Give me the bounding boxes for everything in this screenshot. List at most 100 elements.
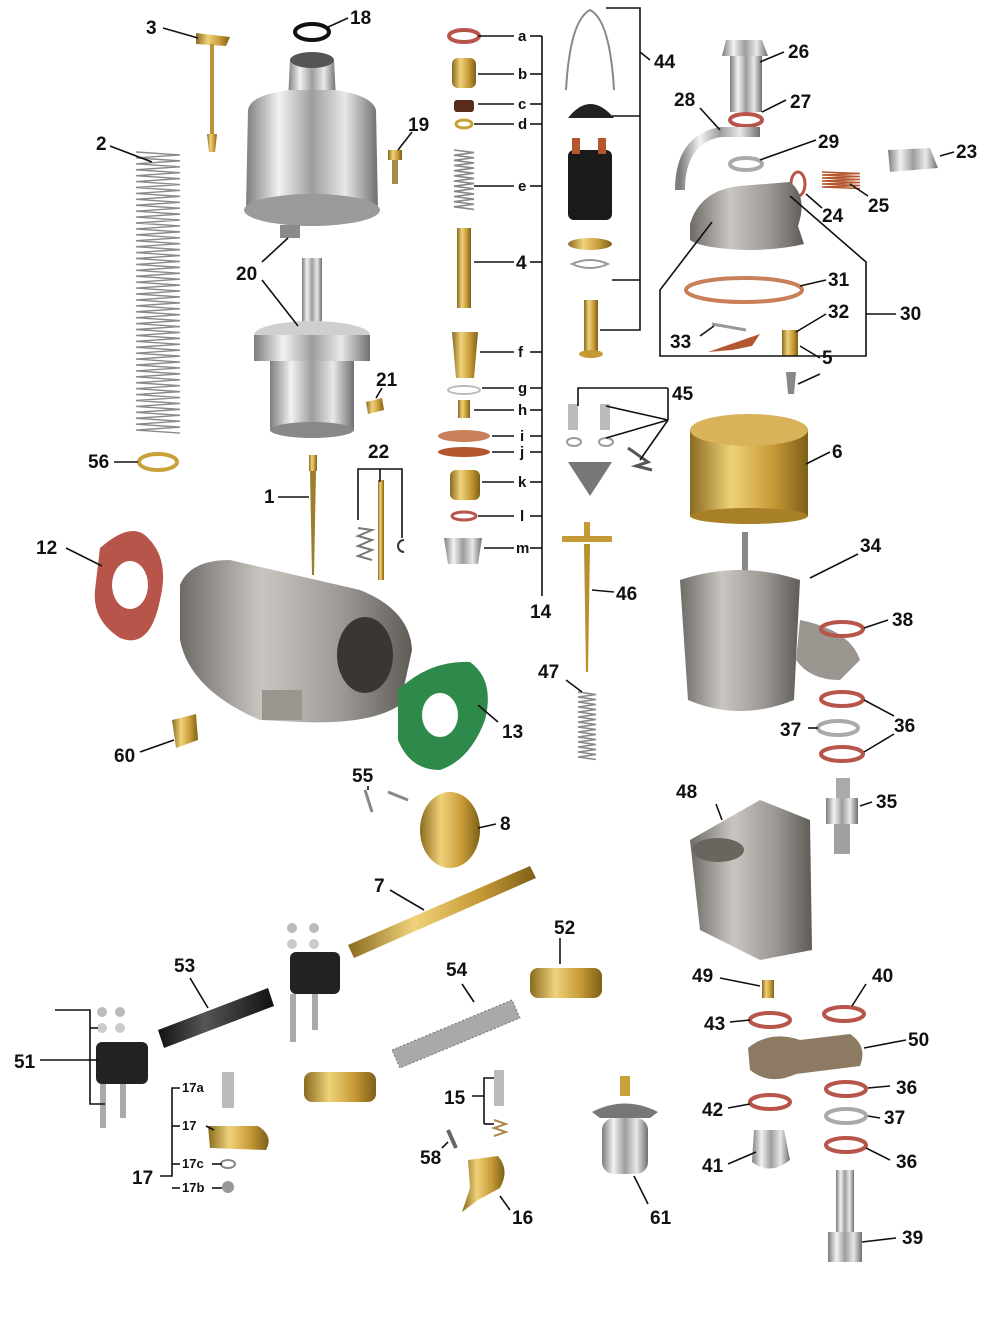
part-2-spring (135, 151, 181, 434)
part-34-float-chamber (680, 532, 860, 711)
callout-j: j (519, 444, 524, 461)
callout-18: 18 (350, 8, 371, 29)
callout-13: 13 (502, 722, 523, 743)
callout-16: 16 (512, 1208, 533, 1229)
part-17-assembly (208, 1072, 269, 1193)
callout-33: 33 (670, 332, 691, 353)
callout-29: 29 (818, 132, 839, 153)
callout-35: 35 (876, 792, 898, 813)
part-30-float-chamber-lid (684, 182, 804, 394)
callout-25: 25 (868, 196, 890, 217)
callout-47: 47 (538, 662, 559, 683)
callout-2: 2 (96, 134, 107, 155)
part-8-throttle-disc (420, 792, 480, 868)
callout-40: 40 (872, 966, 893, 987)
callout-8: 8 (500, 814, 511, 835)
callout-46: 46 (616, 584, 637, 605)
callout-34: 34 (860, 536, 882, 557)
callout-a: a (518, 28, 527, 45)
callout-1: 1 (264, 487, 275, 508)
callout-52: 52 (554, 918, 575, 939)
callout-15: 15 (444, 1088, 466, 1109)
part-16-lever (462, 1156, 505, 1212)
part-18-o-ring (293, 22, 331, 42)
callout-12: 12 (36, 538, 57, 559)
callout-55: 55 (352, 766, 374, 787)
callout-30: 30 (900, 304, 921, 325)
callout-61: 61 (650, 1208, 672, 1229)
callout-b: b (518, 66, 527, 83)
callout-32: 32 (828, 302, 849, 323)
part-53-tube (158, 988, 274, 1048)
part-51-clamp-upper (287, 923, 340, 1042)
callout-g: g (518, 380, 527, 397)
callout-d: d (518, 116, 527, 133)
part-12-flange-gasket (94, 530, 164, 641)
callout-36a: 36 (894, 716, 915, 737)
leader-lines (40, 7, 955, 1243)
callout-5: 5 (822, 348, 833, 369)
part-20-piston (254, 258, 370, 438)
part-23-union (888, 148, 938, 172)
callout-21: 21 (376, 370, 398, 391)
callout-i: i (520, 428, 524, 445)
callout-48: 48 (676, 782, 697, 803)
part-41-nut (752, 1130, 790, 1169)
callout-7: 7 (374, 876, 385, 897)
part-56-washer (137, 452, 179, 472)
part-60-jet (172, 714, 198, 748)
callout-39: 39 (902, 1228, 923, 1249)
part-45-screws (566, 404, 653, 496)
part-28-pipe (675, 127, 760, 191)
callout-17b: 17b (182, 1180, 204, 1195)
callout-37b: 37 (884, 1108, 905, 1129)
part-54-threaded-rod (391, 999, 521, 1069)
callout-41: 41 (702, 1156, 724, 1177)
callout-3: 3 (146, 18, 157, 39)
callout-17a: 17a (182, 1080, 204, 1095)
callout-14: 14 (530, 602, 552, 623)
part-21-screw (366, 398, 384, 414)
part-22-needle-assembly (355, 480, 405, 580)
part-39-banjo-bolt (828, 1170, 862, 1262)
callout-36c: 36 (896, 1152, 917, 1173)
part-26-banjo-bolt (722, 40, 768, 112)
callout-58: 58 (420, 1148, 441, 1169)
part-55-pins (363, 789, 409, 813)
callout-54: 54 (446, 960, 468, 981)
part-49-jet (762, 980, 774, 998)
callout-50: 50 (908, 1030, 929, 1051)
callout-19: 19 (408, 115, 429, 136)
part-47-spring (577, 691, 597, 761)
part-27-washer (728, 112, 764, 128)
callout-22: 22 (368, 442, 389, 463)
part-19-screw (388, 150, 402, 184)
callout-37a: 37 (780, 720, 801, 741)
callout-f: f (518, 344, 524, 361)
part-20-float-chamber-lid (244, 52, 380, 238)
part-51-clamp (96, 1007, 148, 1128)
callout-49: 49 (692, 966, 713, 987)
callout-k: k (518, 474, 527, 491)
part-52-brass-clamp (304, 968, 602, 1102)
callout-60: 60 (114, 746, 135, 767)
callout-53: 53 (174, 956, 195, 977)
callout-28: 28 (674, 90, 695, 111)
part-29-washer (728, 156, 764, 172)
callout-4: 4 (516, 253, 527, 274)
callout-m: m (516, 540, 529, 557)
part-column-a-to-m (438, 28, 490, 564)
callout-l: l (520, 508, 524, 525)
callout-17: 17 (132, 1168, 153, 1189)
callout-c: c (518, 96, 526, 113)
callout-27: 27 (790, 92, 811, 113)
part-15-screw-spring (490, 1070, 510, 1137)
part-3-tickler (196, 33, 230, 152)
part-58-pin (446, 1129, 458, 1149)
part-48-jet-housing (690, 800, 812, 960)
callout-38: 38 (892, 610, 913, 631)
callout-43: 43 (704, 1014, 725, 1035)
part-44-float-parts (565, 8, 615, 358)
callout-56: 56 (88, 452, 109, 473)
part-carburettor-body (180, 560, 412, 723)
